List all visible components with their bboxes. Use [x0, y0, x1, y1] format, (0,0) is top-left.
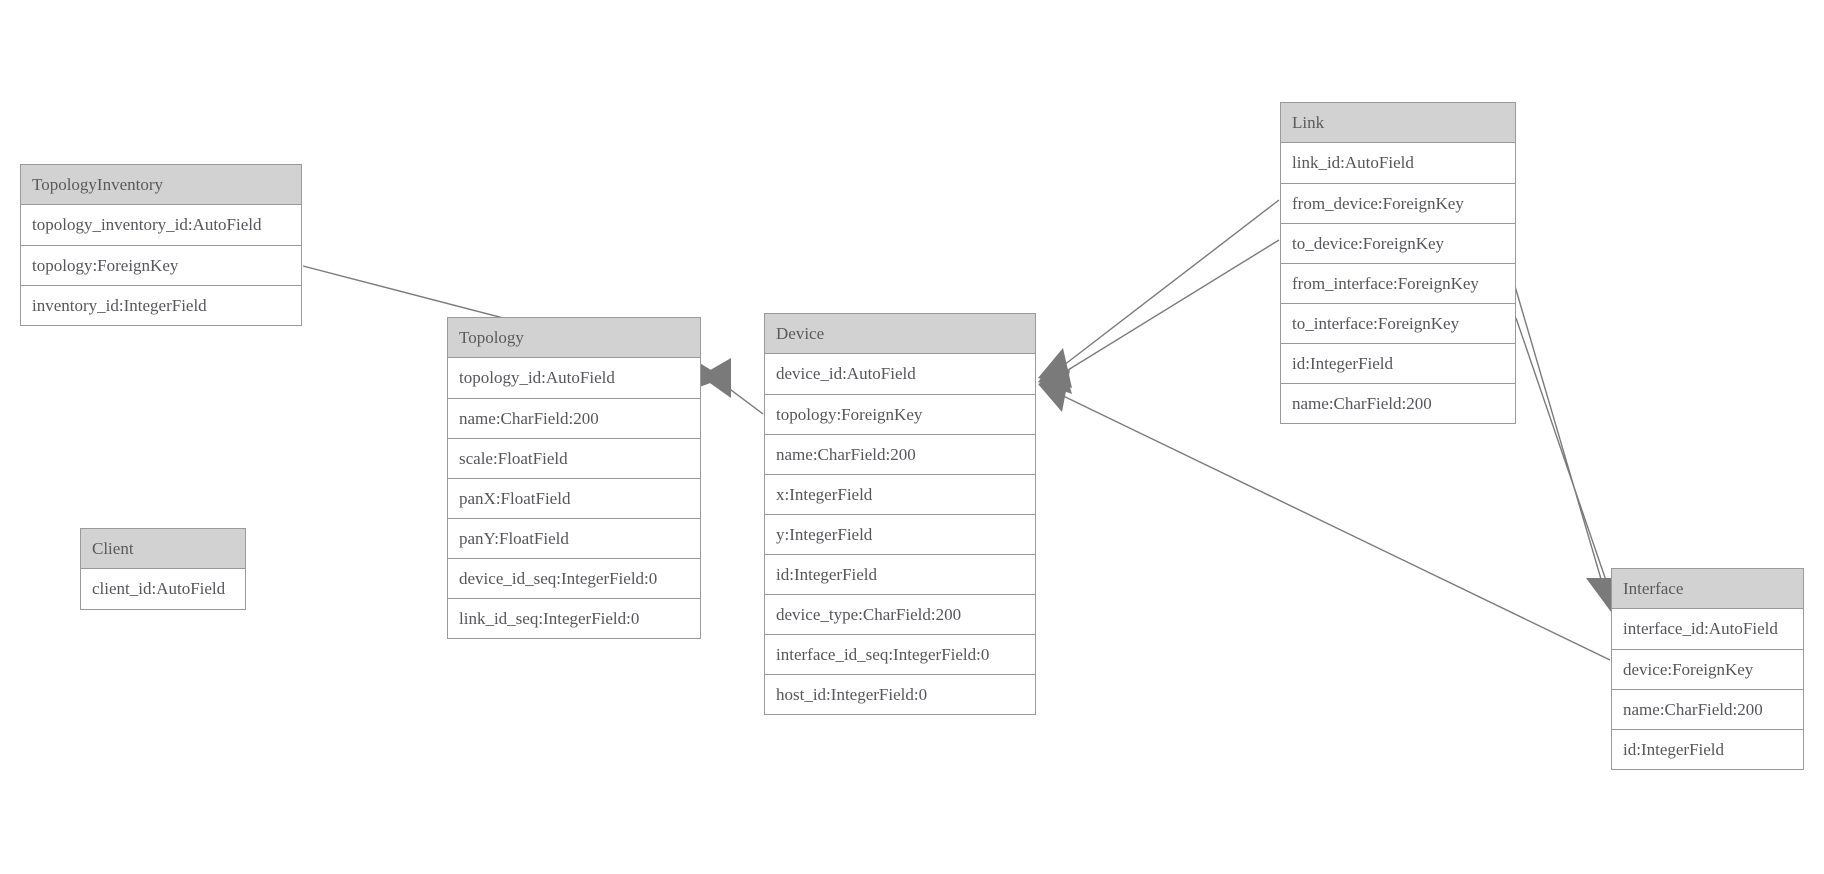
entity-field: y:IntegerField [765, 514, 1035, 554]
entity-field: interface_id_seq:IntegerField:0 [765, 634, 1035, 674]
entity-field: device_id_seq:IntegerField:0 [448, 558, 700, 598]
entity-field: from_interface:ForeignKey [1281, 263, 1515, 303]
entity-link[interactable]: Link link_id:AutoField from_device:Forei… [1280, 102, 1516, 424]
entity-field: id:IntegerField [1281, 343, 1515, 383]
entity-field: to_device:ForeignKey [1281, 223, 1515, 263]
entity-title-link: Link [1281, 103, 1515, 143]
entity-field: scale:FloatField [448, 438, 700, 478]
entity-field: name:CharField:200 [1612, 689, 1803, 729]
edge-link-to-device [1038, 239, 1280, 394]
entity-field: inventory_id:IntegerField [21, 285, 301, 325]
entity-field: topology:ForeignKey [21, 245, 301, 285]
entity-interface[interactable]: Interface interface_id:AutoField device:… [1611, 568, 1804, 770]
entity-field: x:IntegerField [765, 474, 1035, 514]
entity-client[interactable]: Client client_id:AutoField [80, 528, 246, 610]
entity-field: topology_id:AutoField [448, 358, 700, 398]
entity-field: id:IntegerField [1612, 729, 1803, 769]
entity-title-client: Client [81, 529, 245, 569]
edge-link-to-interface [1515, 317, 1618, 618]
entity-title-topology-inventory: TopologyInventory [21, 165, 301, 205]
entity-field: host_id:IntegerField:0 [765, 674, 1035, 714]
entity-field: to_interface:ForeignKey [1281, 303, 1515, 343]
entity-field: link_id:AutoField [1281, 143, 1515, 183]
entity-topology-inventory[interactable]: TopologyInventory topology_inventory_id:… [20, 164, 302, 326]
entity-field: link_id_seq:IntegerField:0 [448, 598, 700, 638]
entity-field: panY:FloatField [448, 518, 700, 558]
entity-title-device: Device [765, 314, 1035, 354]
entity-field: interface_id:AutoField [1612, 609, 1803, 649]
entity-field: name:CharField:200 [448, 398, 700, 438]
entity-field: device_id:AutoField [765, 354, 1035, 394]
entity-field: device:ForeignKey [1612, 649, 1803, 689]
entity-title-interface: Interface [1612, 569, 1803, 609]
entity-field: panX:FloatField [448, 478, 700, 518]
entity-field: client_id:AutoField [81, 569, 245, 609]
edge-link-from-device [1038, 199, 1280, 388]
entity-field: from_device:ForeignKey [1281, 183, 1515, 223]
entity-device[interactable]: Device device_id:AutoField topology:Fore… [764, 313, 1036, 715]
entity-field: id:IntegerField [765, 554, 1035, 594]
entity-field: topology:ForeignKey [765, 394, 1035, 434]
entity-field: name:CharField:200 [1281, 383, 1515, 423]
entity-field: name:CharField:200 [765, 434, 1035, 474]
entity-field: topology_inventory_id:AutoField [21, 205, 301, 245]
entity-field: device_type:CharField:200 [765, 594, 1035, 634]
edge-link-from-interface [1511, 275, 1614, 616]
edge-device-topology [700, 358, 764, 415]
entity-topology[interactable]: Topology topology_id:AutoField name:Char… [447, 317, 701, 639]
entity-title-topology: Topology [448, 318, 700, 358]
